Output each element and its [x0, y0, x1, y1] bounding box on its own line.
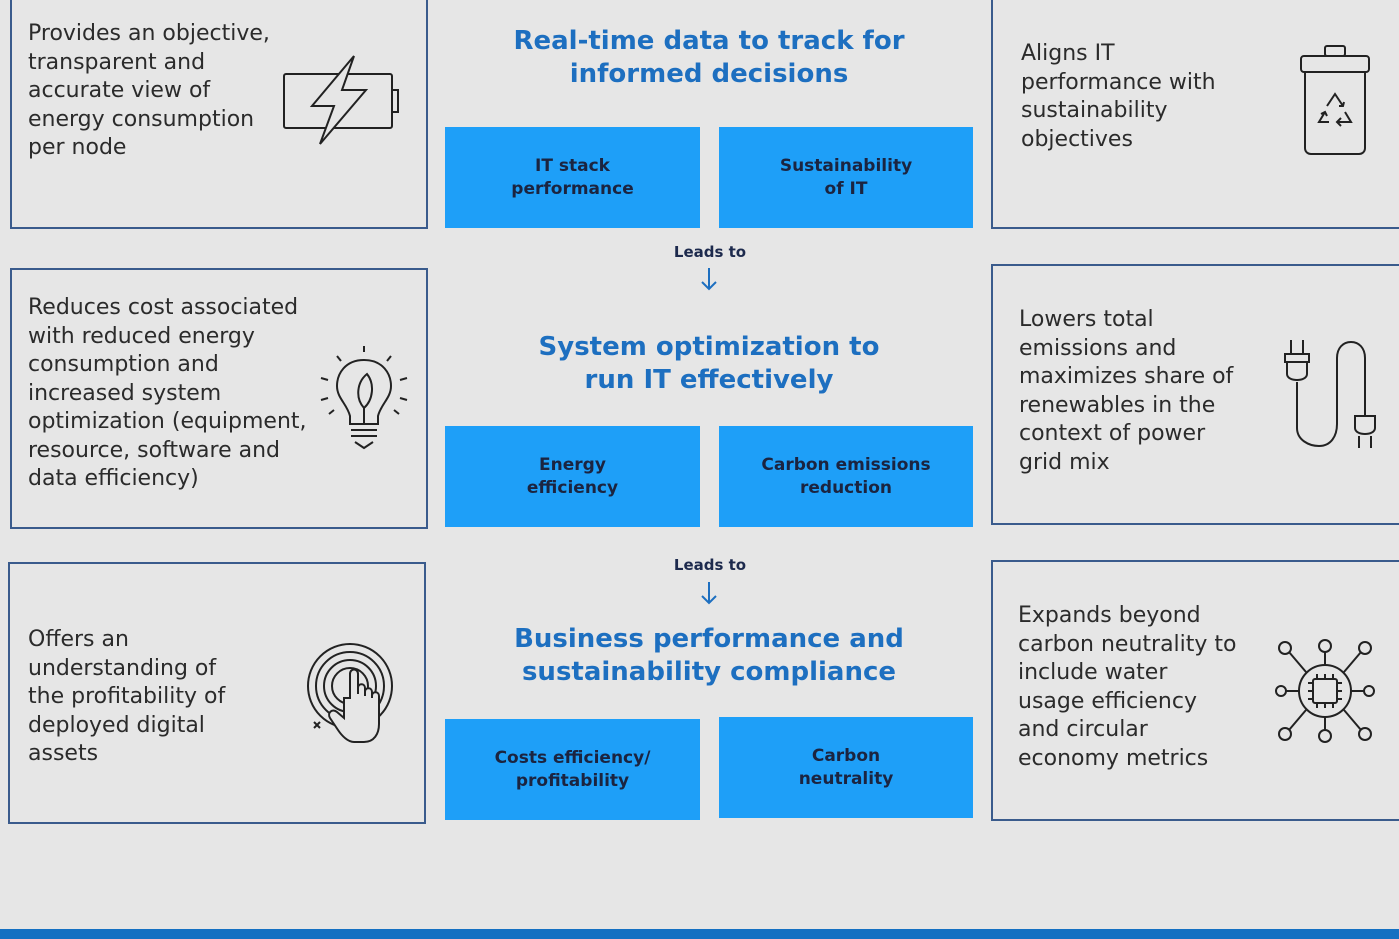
left-box-2-text: Reduces cost associated with reduced ene… — [28, 295, 307, 491]
right-box-2-text: Lowers total emissions and maximizes sha… — [1019, 307, 1234, 475]
left-box-3-text: Offers an understanding of the profitabi… — [28, 627, 226, 766]
tier2-heading: System optimization to run IT effectivel… — [538, 332, 880, 395]
tier3-heading: Business performance and sustainability … — [514, 624, 904, 687]
lightbulb-leaf-icon — [317, 344, 411, 456]
down-arrow-icon-2 — [700, 580, 718, 610]
left-box-energy-view: Provides an objective, transparent and a… — [10, 0, 428, 229]
leads-to-label-2: Leads to — [673, 556, 747, 574]
leads-to-label-1: Leads to — [673, 243, 747, 261]
right-box-beyond-neutrality: Expands beyond carbon neutrality to incl… — [991, 560, 1399, 821]
left-box-1-text: Provides an objective, transparent and a… — [28, 21, 270, 160]
tile-energy-efficiency: Energy efficiency — [445, 426, 700, 527]
touch-hand-icon — [304, 638, 400, 750]
battery-lightning-icon — [282, 52, 404, 148]
down-arrow-icon-1 — [700, 266, 718, 296]
power-plug-icon — [1279, 336, 1389, 452]
left-box-cost-reduction: Reduces cost associated with reduced ene… — [10, 268, 428, 529]
tile-carbon-neutrality: Carbon neutrality — [719, 717, 973, 818]
right-box-3-text: Expands beyond carbon neutrality to incl… — [1018, 603, 1237, 771]
tile-carbon-emissions-reduction: Carbon emissions reduction — [719, 426, 973, 527]
bottom-bar — [0, 929, 1399, 939]
tile-sustainability-of-it: Sustainability of IT — [719, 127, 973, 228]
chip-network-icon — [1275, 638, 1375, 744]
tile-it-stack-performance: IT stack performance — [445, 127, 700, 228]
tier1-heading: Real-time data to track for informed dec… — [513, 26, 905, 89]
right-box-1-text: Aligns IT performance with sustainabilit… — [1021, 41, 1216, 152]
recycle-bin-icon — [1297, 44, 1373, 156]
right-box-align-performance: Aligns IT performance with sustainabilit… — [991, 0, 1399, 229]
tile-costs-efficiency: Costs efficiency/ profitability — [445, 719, 700, 820]
left-box-profitability: Offers an understanding of the profitabi… — [8, 562, 426, 824]
right-box-emissions: Lowers total emissions and maximizes sha… — [991, 264, 1399, 525]
